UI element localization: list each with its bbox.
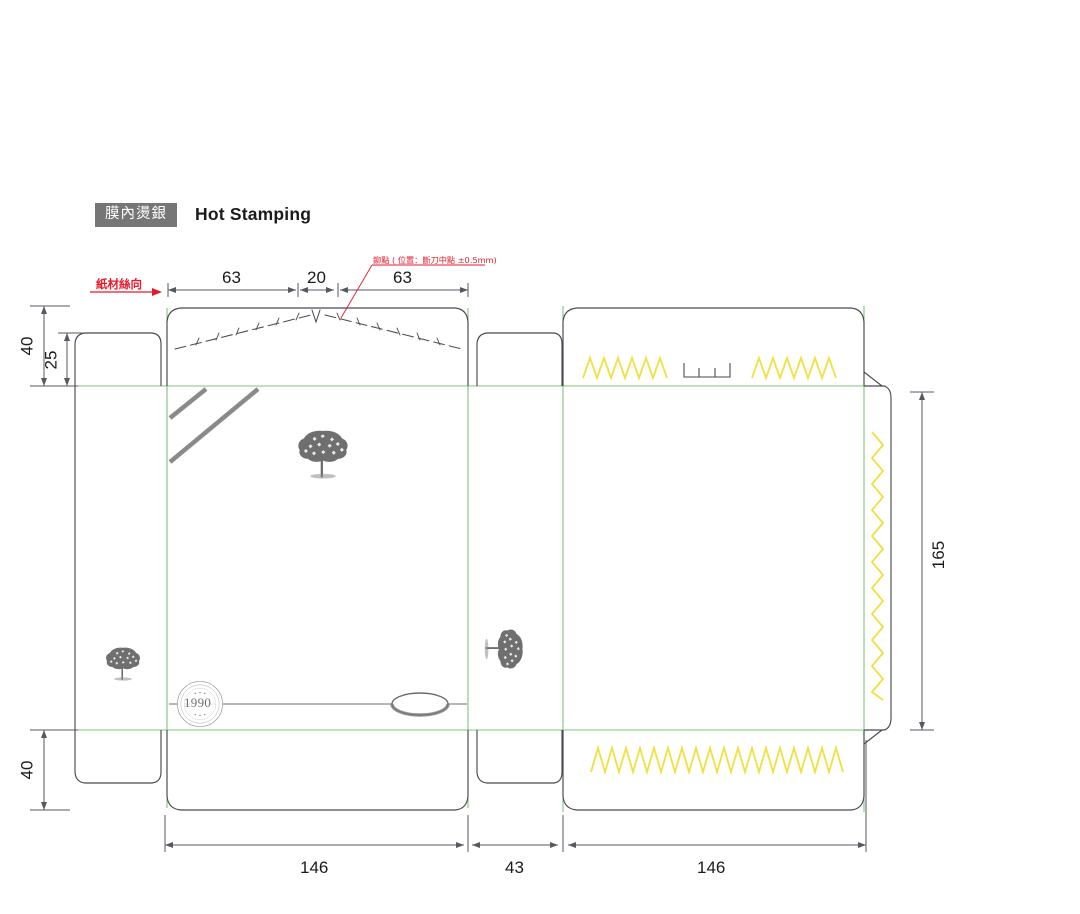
page-title: Hot Stamping: [195, 204, 312, 225]
process-badge-chinese: 膜內燙銀: [95, 203, 177, 227]
cut-outline: [74, 307, 892, 811]
dimension-bottom-3: 146: [697, 858, 726, 877]
dimension-bottom-1: 146: [300, 858, 329, 877]
tab-bracket-detail: [683, 363, 731, 378]
tree-logo-side-panel: [484, 629, 523, 669]
top-flap-perforation: [174, 309, 463, 350]
crease-lines: [63, 306, 886, 812]
dimension-top-3: 63: [393, 268, 412, 287]
dimension-top-2: 20: [307, 268, 326, 287]
grain-direction-label: 紙材絲向: [96, 277, 142, 291]
tree-logo-left-flap: [106, 647, 140, 681]
dimension-top-1: 63: [222, 268, 241, 287]
rivet-note-label: 鉚點 ( 位置：斷刀中點 ±0.5mm): [373, 255, 497, 265]
glue-zigzag-right-edge: [870, 431, 885, 701]
tree-logo-front-panel: [298, 430, 348, 479]
seal-year-label: 1990: [184, 695, 212, 710]
dimension-left-40-lower: 40: [17, 760, 37, 780]
dimension-right-165: 165: [929, 540, 949, 570]
dimension-left-25: 25: [41, 350, 61, 370]
header-row: 膜內燙銀 Hot Stamping: [95, 203, 311, 227]
glue-zigzag-top-left: [582, 355, 668, 381]
rivet-leader-line: [340, 264, 485, 319]
diagonal-stripe-artwork: [168, 387, 260, 464]
dimension-bottom-2: 43: [505, 858, 524, 877]
dimension-lines: [30, 283, 934, 852]
glue-zigzag-top-right: [751, 355, 837, 381]
glue-zigzag-bottom: [590, 744, 844, 776]
dimension-left-40-upper: 40: [17, 336, 37, 356]
grain-direction-arrow: [90, 288, 162, 296]
